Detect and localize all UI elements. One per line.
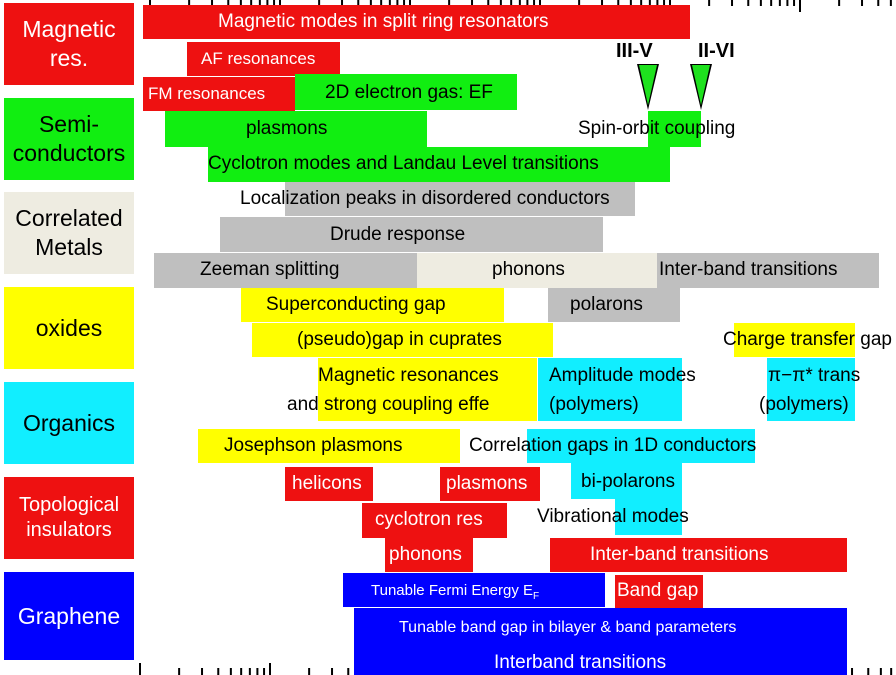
label-cyclotron-landau: Cyclotron modes and Landau Level transit… (208, 153, 599, 174)
category-topological-insulators: Topological insulators (4, 477, 134, 559)
label-correlation-gaps: Correlation gaps in 1D conductors (469, 435, 757, 456)
bar-af-resonances (187, 42, 340, 76)
label-2d-electron-gas: 2D electron gas: EF (325, 82, 493, 103)
marker-ii-vi-label: II-VI (698, 40, 735, 62)
bar-bipolarons (571, 463, 682, 499)
bar-plasmons-semi (165, 111, 427, 147)
bar-pseudogap (252, 323, 553, 357)
bar-amplitude-modes (538, 358, 682, 421)
marker-iii-v-label: III-V (616, 40, 653, 62)
bar-2d-electron-gas (295, 74, 517, 110)
marker-ii-vi-triangle (690, 64, 712, 110)
bar-tunable-fermi (343, 573, 605, 607)
bar-tunable-bandgap (354, 608, 847, 644)
label-magnetic-resonances-1: Magnetic resonances (318, 365, 499, 386)
bar-band-gap (615, 575, 703, 608)
label-zeeman: Zeeman splitting (200, 259, 340, 280)
bar-interband-graphene (354, 644, 847, 675)
label-phonons-metals: phonons (492, 259, 565, 280)
label-tunable-fermi-subscript: F (533, 591, 540, 602)
category-magnetic-res: Magnetic res. (4, 3, 134, 85)
category-graphene: Graphene (4, 572, 134, 660)
label-pipi-1: π−π* trans (768, 365, 861, 386)
label-charge-transfer: Charge transfer gap (723, 329, 892, 350)
label-interband-topo: Inter-band transitions (590, 544, 769, 565)
label-phonons-topo: phonons (389, 544, 462, 565)
bar-josephson (198, 429, 460, 463)
bar-vibrational (615, 499, 682, 535)
label-tunable-fermi-text: Tunable Fermi Energy E (371, 582, 534, 599)
label-spin-orbit: Spin-orbit coupling (578, 118, 736, 139)
bar-helicons (285, 467, 373, 501)
label-vibrational: Vibrational modes (537, 506, 689, 527)
category-organics: Organics (4, 382, 134, 464)
label-josephson: Josephson plasmons (224, 435, 403, 456)
label-bipolarons: bi-polarons (581, 471, 675, 492)
label-band-gap: Band gap (617, 580, 699, 601)
bar-phonons-metals (417, 253, 657, 288)
bar-spin-orbit (648, 111, 701, 147)
label-interband-graphene: Interband transitions (494, 652, 667, 673)
label-tunable-bandgap: Tunable band gap in bilayer & band param… (399, 619, 737, 636)
label-amplitude-modes-1: Amplitude modes (549, 365, 696, 386)
label-polarons: polarons (570, 294, 643, 315)
bar-fm-resonances (143, 77, 295, 111)
bar-interband-metals (657, 253, 879, 288)
bar-magnetic-resonances (318, 358, 537, 421)
bar-sc-gap (241, 288, 504, 322)
label-cyclotron-res: cyclotron res (375, 509, 483, 530)
bar-cyclotron-res (362, 503, 507, 538)
bar-charge-transfer (734, 323, 855, 357)
marker-iii-v-triangle (637, 64, 659, 110)
label-drude: Drude response (330, 224, 466, 245)
label-fm-resonances: FM resonances (148, 84, 266, 103)
label-plasmons-semi: plasmons (246, 118, 328, 139)
bar-pipi (767, 358, 855, 421)
bar-polarons (548, 288, 680, 322)
label-helicons: helicons (292, 473, 362, 494)
bar-phonons-topo (385, 538, 473, 572)
label-pipi-2: (polymers) (759, 394, 849, 415)
bar-plasmons-topo (440, 467, 540, 501)
label-af-resonances: AF resonances (201, 49, 316, 68)
label-amplitude-modes-2: (polymers) (549, 394, 639, 415)
label-magnetic-resonances-2: and strong coupling effe (287, 394, 490, 415)
bar-magnetic-modes (143, 5, 690, 39)
label-sc-gap: Superconducting gap (266, 294, 446, 315)
bar-cyclotron-landau (208, 147, 670, 182)
label-interband-metals: Inter-band transitions (659, 259, 838, 280)
bar-localization (285, 182, 635, 216)
bar-drude (220, 217, 603, 252)
bar-zeeman (154, 253, 417, 288)
label-magnetic-modes: Magnetic modes in split ring resonators (218, 11, 549, 32)
label-tunable-fermi: Tunable Fermi Energy EF (371, 579, 539, 609)
bar-correlation-gaps (527, 429, 755, 463)
category-correlated-metals: Correlated Metals (4, 192, 134, 274)
category-semiconductors: Semi-conductors (4, 98, 134, 180)
category-oxides: oxides (4, 287, 134, 369)
bar-interband-topo (550, 538, 847, 572)
label-localization: Localization peaks in disordered conduct… (240, 188, 610, 209)
label-pseudogap: (pseudo)gap in cuprates (297, 329, 502, 350)
label-plasmons-topo: plasmons (446, 473, 528, 494)
